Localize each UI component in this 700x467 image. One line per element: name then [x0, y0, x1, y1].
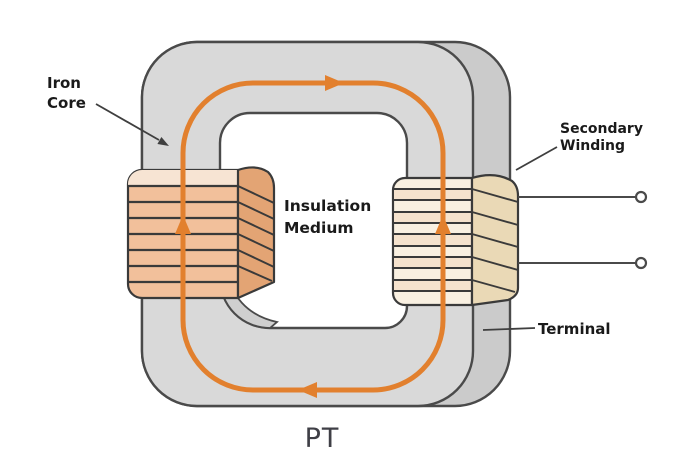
- flux-arrows: [175, 75, 451, 398]
- secondary-winding: [391, 174, 520, 307]
- terminal-label: Terminal: [538, 320, 611, 338]
- flux-arrow-bottom-icon: [298, 382, 317, 398]
- secondary-winding-turns-side: [471, 188, 519, 293]
- primary-winding-side: [236, 166, 276, 300]
- iron-core-pointer-line: [95, 103, 160, 141]
- secondary-winding-pointer-line: [515, 146, 558, 171]
- flux-arrow-right-icon: [435, 215, 451, 234]
- secondary-winding-band-tint: [394, 189, 471, 291]
- secondary-winding-turns: [393, 187, 472, 293]
- flux-path: [175, 75, 451, 398]
- leader-lines: [95, 103, 558, 331]
- primary-winding: [126, 166, 276, 300]
- iron-core: [140, 40, 512, 408]
- iron-core-label: Iron Core: [47, 74, 86, 112]
- terminal-node-top-icon: [634, 190, 648, 204]
- flux-arrow-left-icon: [175, 215, 191, 234]
- primary-winding-turns-side: [237, 185, 275, 282]
- terminal-node-bottom-icon: [634, 256, 648, 270]
- flux-arrow-top-icon: [325, 75, 344, 91]
- insulation-medium-label: Insulation Medium: [284, 197, 372, 237]
- flux-loop: [180, 80, 446, 393]
- terminal-pointer-line: [482, 327, 536, 331]
- terminal-leads: [518, 190, 648, 270]
- diagram-caption: PT: [304, 423, 340, 454]
- iron-core-pointer-arrow-icon: [157, 137, 169, 146]
- secondary-winding-label: Secondary Winding: [560, 121, 643, 154]
